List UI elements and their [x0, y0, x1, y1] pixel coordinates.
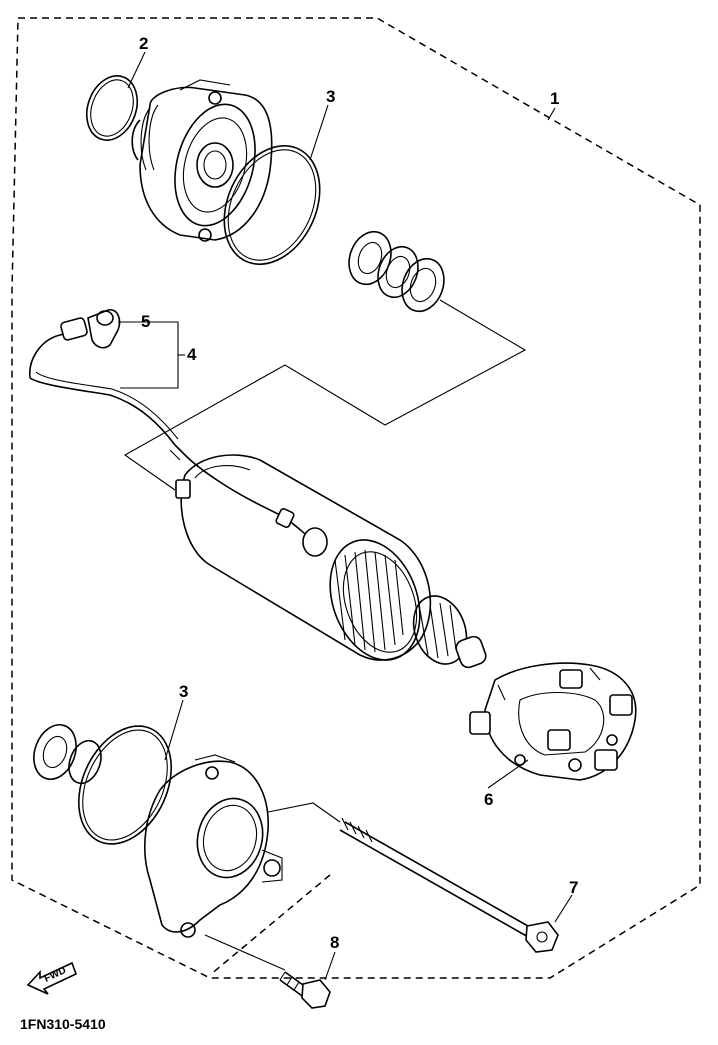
callout-8: 8	[330, 933, 339, 952]
fwd-label: FWD	[43, 965, 68, 985]
o-ring-top	[85, 75, 139, 141]
callout-1: 1	[550, 89, 559, 108]
washer-group-bracket	[123, 299, 527, 491]
bolt-group-boundary	[209, 874, 331, 976]
washer-stack	[348, 230, 445, 313]
lead-wire	[29, 309, 281, 516]
gasket-bottom	[77, 725, 173, 845]
fwd-arrow-icon: FWD	[26, 961, 78, 995]
callout-3-top: 3	[326, 87, 335, 106]
motor-yoke	[175, 454, 487, 669]
cover-group-line	[267, 802, 341, 823]
callout-6: 6	[484, 790, 493, 809]
rear-cover	[144, 754, 283, 938]
lead-callout-bracket	[118, 321, 179, 389]
assembly-boundary	[11, 17, 701, 979]
mount-bolt	[279, 971, 331, 1009]
brush-holder	[469, 662, 637, 781]
callout-5: 5	[141, 312, 150, 331]
front-cover	[131, 79, 273, 242]
callout-3-bottom: 3	[179, 682, 188, 701]
drawing-code: 1FN310-5410	[20, 1016, 106, 1032]
callout-7: 7	[569, 878, 578, 897]
gasket-top	[223, 145, 321, 265]
callout-4: 4	[187, 345, 197, 364]
washer-bottom	[33, 724, 102, 785]
callout-2: 2	[139, 34, 148, 53]
through-bolt	[339, 817, 559, 953]
